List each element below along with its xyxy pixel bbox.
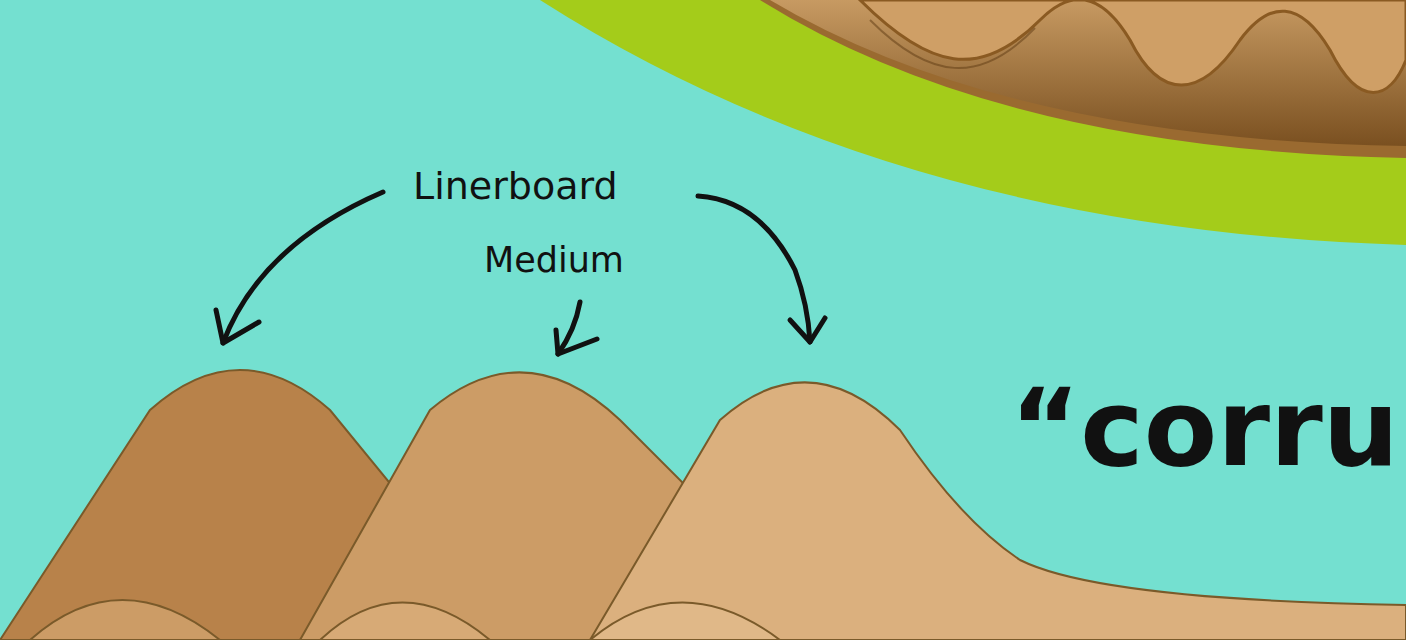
arrow-head <box>216 310 259 343</box>
arrow-head <box>556 330 597 354</box>
part-label: Medium <box>484 243 624 278</box>
part-label: Linerboard <box>413 167 618 205</box>
corrugated-rolls <box>0 370 1406 640</box>
heading-fragment: “corru <box>1010 375 1399 482</box>
arrow-head <box>790 318 825 342</box>
leader-line <box>223 192 383 343</box>
cross-section-badge <box>540 0 1406 245</box>
leader-arrows <box>216 192 825 354</box>
